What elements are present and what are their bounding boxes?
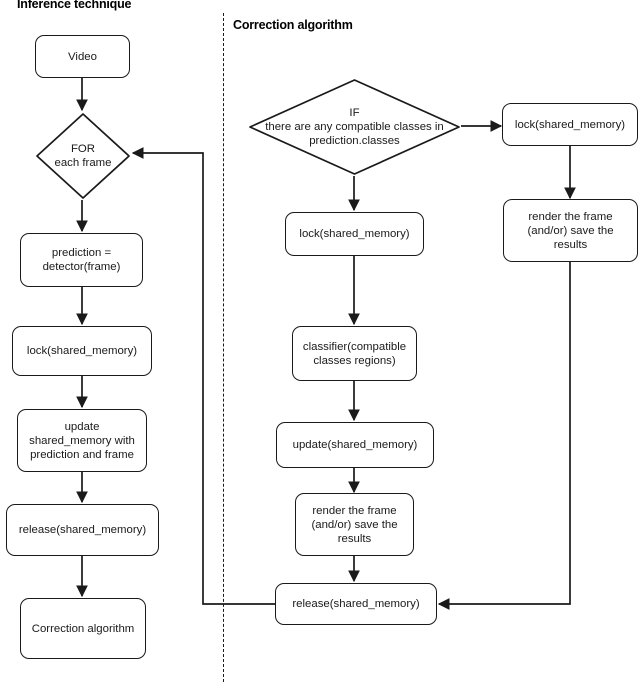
node-correction-release-shared-memory: release(shared_memory) (275, 583, 437, 625)
node-video: Video (35, 35, 130, 78)
node-inference-update-shared-memory: update shared_memory with prediction and… (17, 409, 147, 472)
node-prediction-detector: prediction = detector(frame) (20, 233, 143, 287)
node-classifier-compatible-classes: classifier(compatible classes regions) (292, 326, 417, 381)
node-correction-algorithm-ref: Correction algorithm (20, 598, 146, 659)
node-for-each-frame: FOR each frame (35, 112, 131, 200)
node-else-render-frame: render the frame (and/or) save the resul… (503, 199, 638, 262)
panel-title-inference: Inference technique (17, 0, 132, 11)
node-if-compatible-classes: IF there are any compatible classes in p… (248, 78, 461, 176)
node-else-lock-shared-memory: lock(shared_memory) (502, 103, 638, 146)
node-correction-render-frame: render the frame (and/or) save the resul… (295, 493, 414, 556)
panel-title-correction: Correction algorithm (233, 18, 353, 32)
panel-divider (223, 13, 224, 682)
edge-false-render-to-release (437, 262, 571, 610)
node-inference-release-shared-memory: release(shared_memory) (6, 504, 159, 556)
node-correction-lock-shared-memory: lock(shared_memory) (285, 212, 424, 256)
node-inference-lock-shared-memory: lock(shared_memory) (12, 326, 152, 376)
node-correction-update-shared-memory: update(shared_memory) (276, 422, 434, 468)
